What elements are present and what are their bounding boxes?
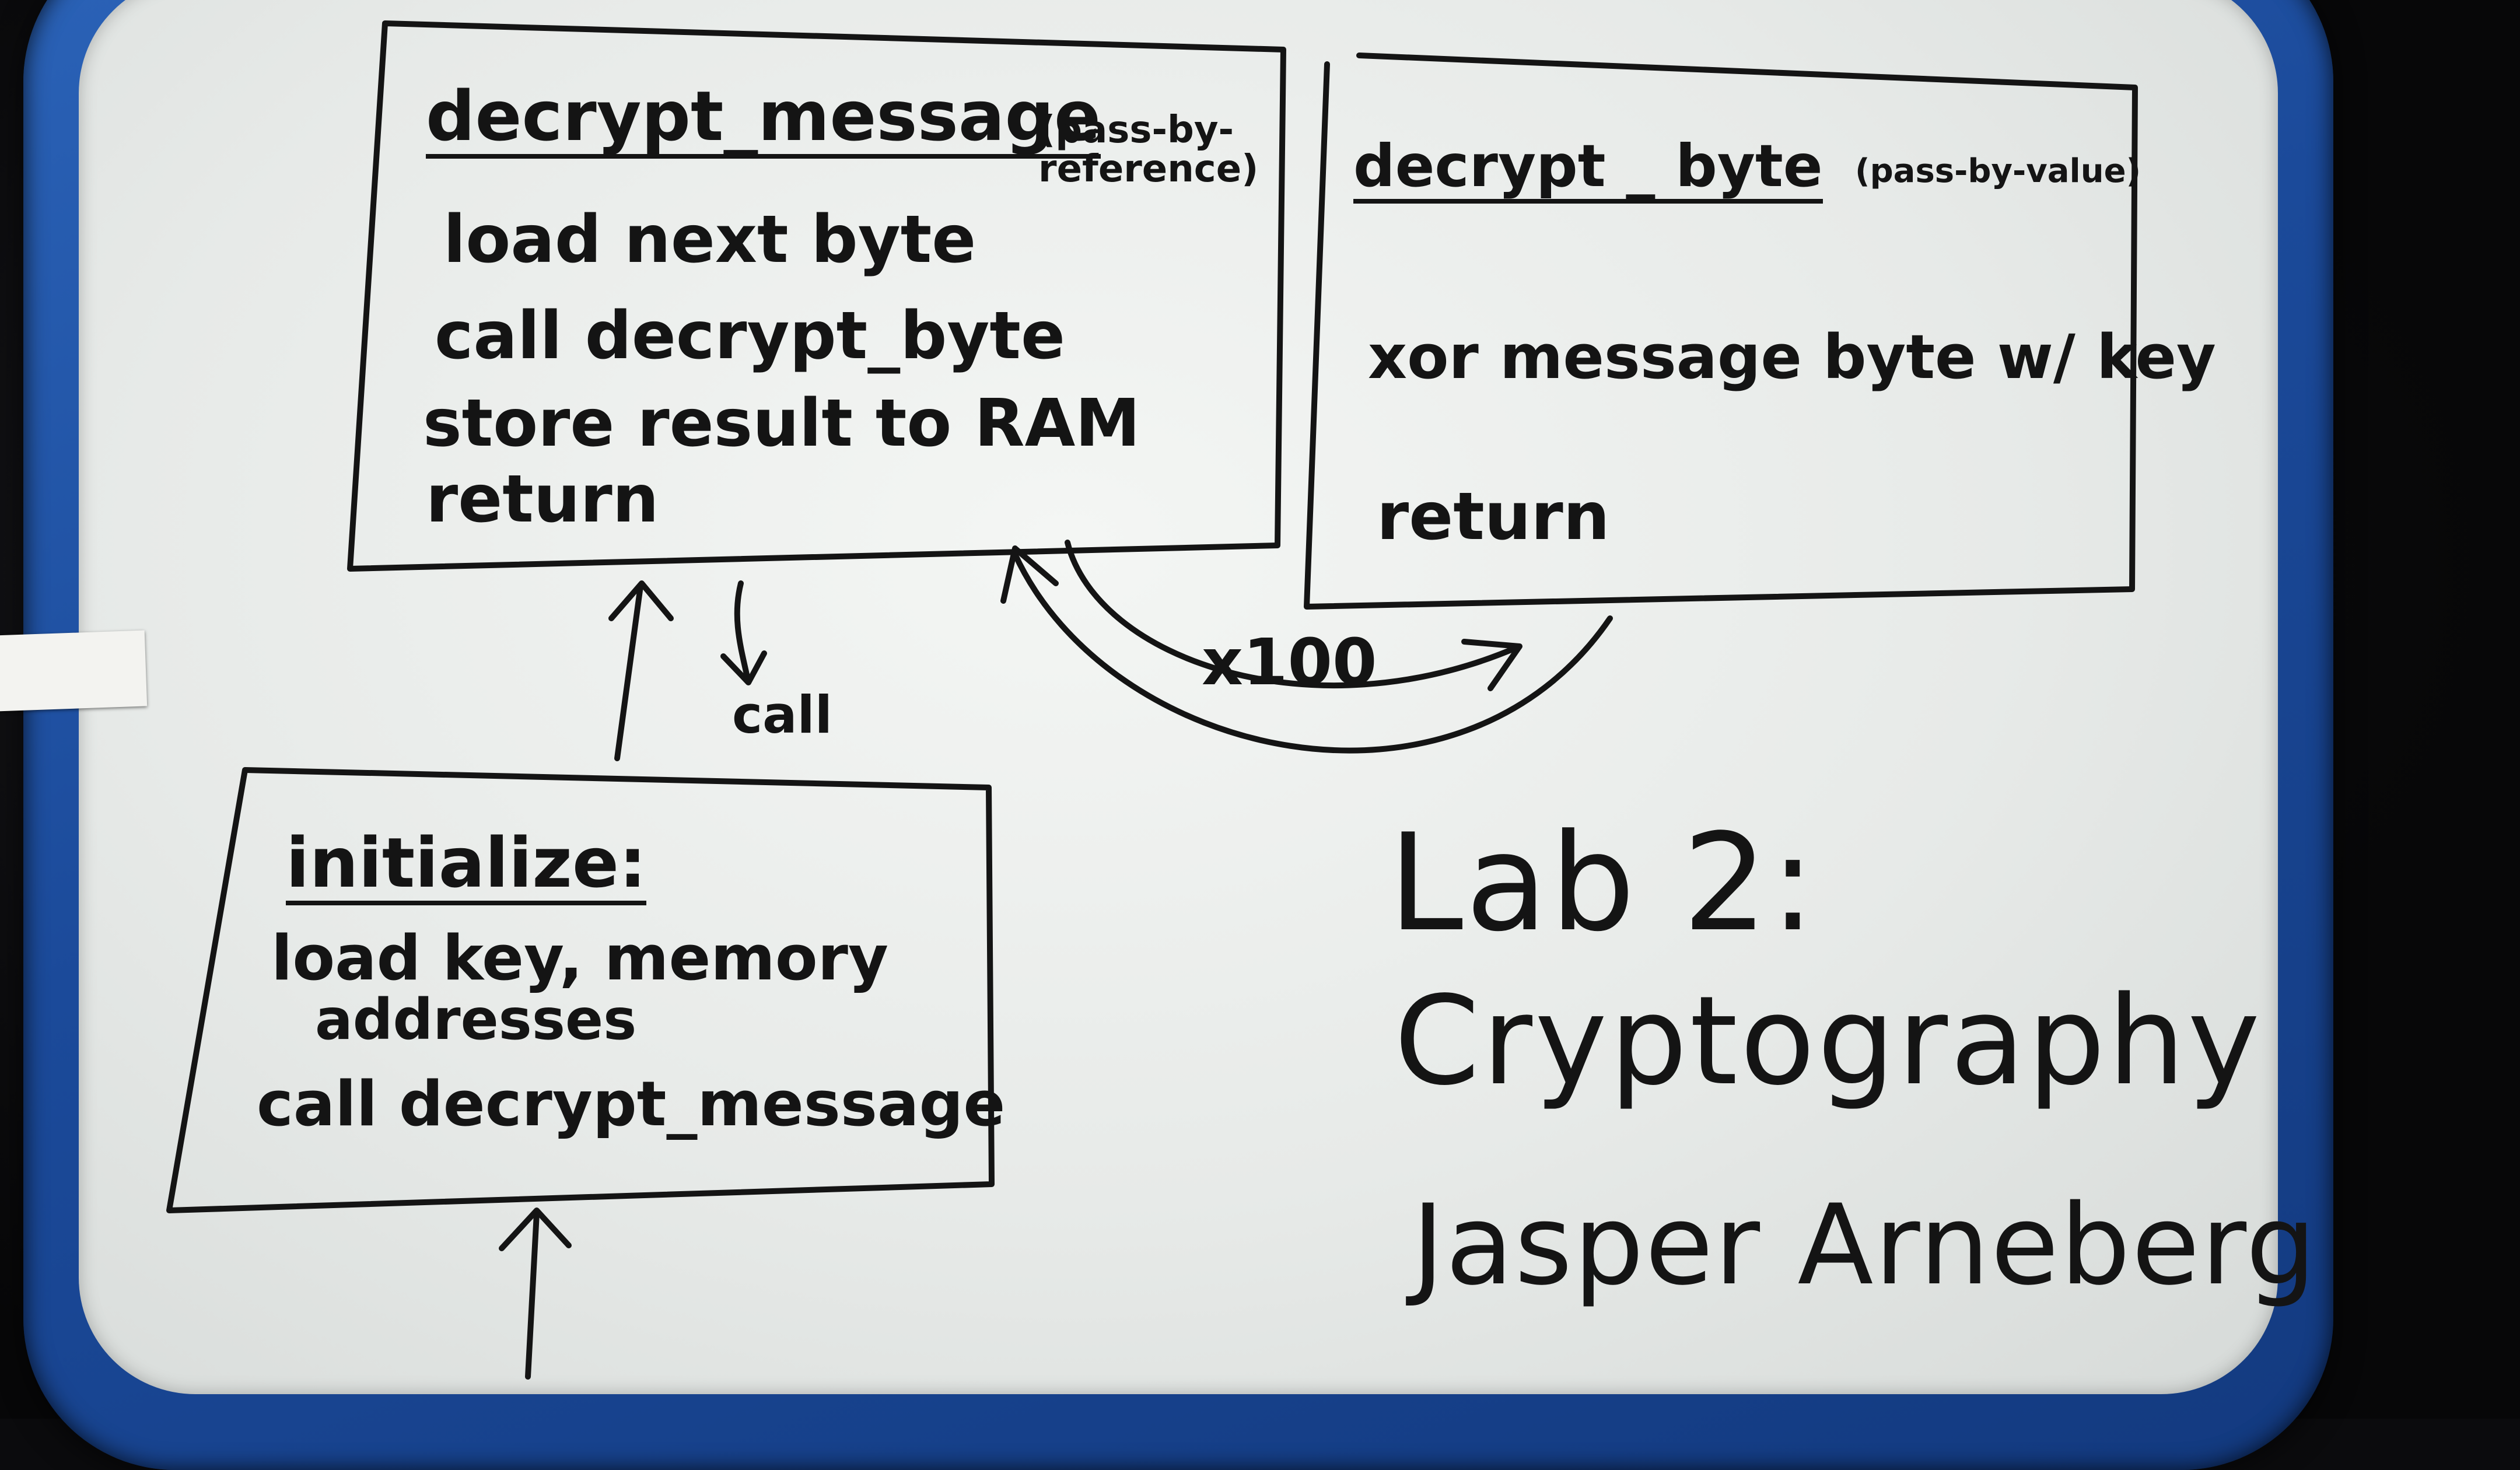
decrypt-message-line-3: store result to RAM	[423, 386, 1140, 461]
decrypt-message-box-outline	[347, 20, 1286, 572]
decrypt-byte-note: (pass-by-value)	[1855, 152, 2141, 190]
call-arrow-head	[720, 650, 767, 685]
loop-arc-inner	[1065, 540, 1520, 689]
decrypt-message-title: decrypt_message	[426, 82, 1101, 159]
initialize-line-3: call decrypt_message	[257, 1068, 1006, 1140]
ink-drawing	[0, 0, 2520, 1419]
initialize-title: initialize:	[286, 828, 647, 905]
entry-arrow	[525, 1210, 540, 1380]
subject-heading: Cryptography	[1394, 970, 2263, 1112]
call-arrow	[734, 580, 751, 682]
loop-arc-outer	[1012, 551, 1613, 754]
call-label: call	[732, 685, 832, 745]
loop-count-label: x100	[1202, 625, 1377, 699]
entry-arrow-head	[499, 1208, 572, 1251]
decrypt-byte-line-1: xor message byte w/ key	[1368, 321, 2216, 393]
decrypt-byte-line-2: return	[1377, 479, 1610, 555]
loop-arc-inner-head	[1461, 639, 1522, 691]
decrypt-byte-title: decrypt _ byte	[1353, 137, 1823, 204]
initialize-line-1: load key, memory	[271, 922, 889, 994]
decrypt-byte-box-outline	[1304, 52, 2138, 610]
decrypt-message-note: (pass-by-reference)	[1038, 108, 1259, 191]
decrypt-message-line-1: load next byte	[443, 202, 977, 278]
initialize-box-outline	[166, 767, 995, 1213]
return-arrow-head	[608, 580, 674, 621]
lab-heading: Lab 2:	[1388, 806, 1818, 961]
initialize-line-2: addresses	[315, 987, 637, 1052]
loop-arc-outer-head	[1000, 545, 1059, 604]
decrypt-message-line-2: call decrypt_byte	[435, 298, 1065, 374]
whiteboard-surface	[79, 0, 2278, 1394]
return-arrow	[614, 583, 643, 761]
author-name: Jasper Arneberg	[1412, 1181, 2318, 1310]
decrypt-message-line-4: return	[426, 461, 659, 537]
